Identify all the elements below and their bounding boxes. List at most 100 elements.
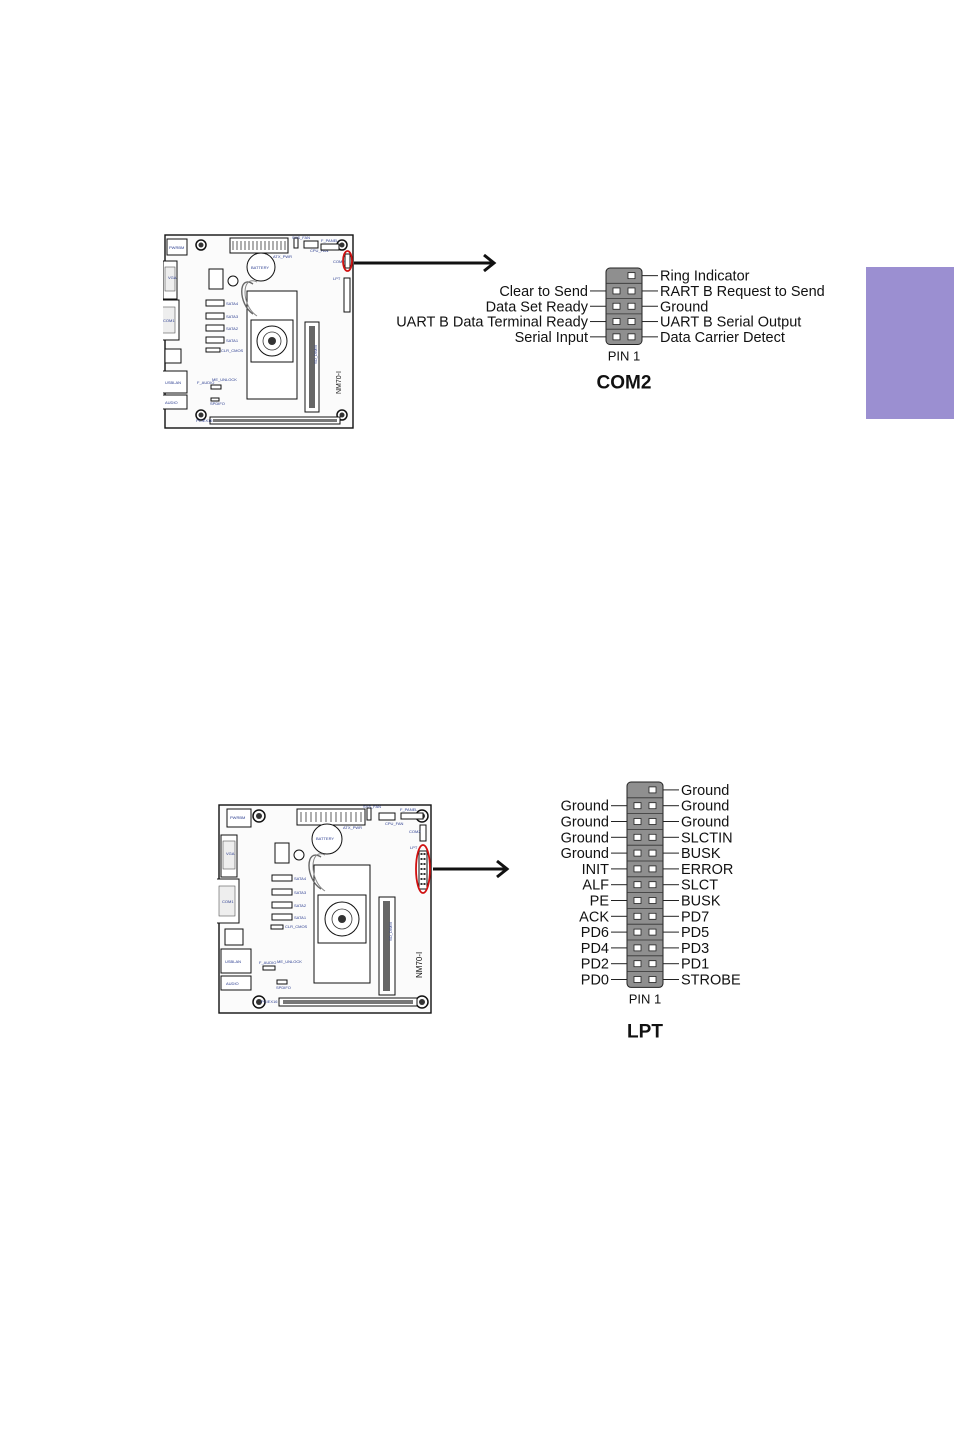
lpt-pin [633,881,642,889]
board2-label-vga: VGA [226,851,235,856]
lpt-left-label: Ground [561,830,609,846]
lpt-pin [633,928,642,936]
com2-pin [627,318,636,325]
lpt-pin [648,976,657,983]
lpt-pin [633,944,642,952]
board-label-usblan: USBLAN [165,380,181,385]
board2-label-sys-fan: SYS_FAN [363,804,381,809]
board-label-spdif: SPDIFO [210,401,225,406]
board-label-atx: ATX_PWR [273,254,292,259]
board2-label-pcie: PCIEX16 [261,999,278,1004]
com2-pin [627,272,636,280]
board2-label-lpt: LPT [410,845,418,850]
lpt-title: LPT [627,1021,663,1042]
board2-label-com1: COM1 [222,899,234,904]
board2-label-me-unlock: ME_UNLOCK [277,959,302,964]
lpt-right-label: PD7 [681,909,709,925]
lpt-pin-row: SLCTIN Ground [561,829,733,846]
lpt-pin [648,897,657,904]
com2-pin [612,318,621,325]
lpt-right-label: STROBE [681,973,741,989]
board-label-vga: VGA [168,275,177,280]
com2-pin [612,287,621,295]
com2-left-label: Data Set Ready [486,299,589,315]
lpt-left-label: PD2 [581,957,609,973]
board-label-sata4: SATA4 [226,301,239,306]
board2-label-cpu-fan: CPU_FAN [385,821,404,826]
com2-right-label: Ring Indicator [660,269,750,285]
lpt-arrow [433,859,510,879]
board-label-sata1: SATA1 [226,338,239,343]
board2-label-sata4: SATA4 [294,876,307,881]
lpt-pin-row: BUSK Ground [561,844,721,862]
lpt-left-label: Ground [561,846,609,862]
board2-label-sata1: SATA1 [294,915,307,920]
board-label-cpu-fan: CPU_FAN [310,248,329,253]
lpt-left-label: ACK [579,909,609,925]
lpt-left-label: PE [590,894,610,910]
com2-arrow [354,253,497,273]
lpt-right-label: PD5 [681,925,709,941]
com2-left-label: Serial Input [515,330,588,346]
motherboard-diagram-lpt: PWRBM VGA COM1 USBLAN AUDIO ATX_PWR SYS_… [217,803,435,1015]
board-label-battery: BATTERY [251,265,269,270]
lpt-left-label: PD6 [581,925,609,941]
com2-pin [612,333,621,341]
lpt-left-label: PD0 [581,973,609,989]
lpt-pin [633,960,642,968]
com2-pin [627,302,636,310]
board2-label-power: PWRBM [230,815,245,820]
board2-label-usblan: USBLAN [225,959,241,964]
lpt-pin [648,881,657,889]
lpt-right-label: BUSK [681,894,721,910]
lpt-right-label: SLCTIN [681,830,733,846]
lpt-left-label: INIT [582,862,610,878]
com2-title: COM2 [597,373,652,394]
lpt-right-label: Ground [681,799,729,815]
lpt-right-label: SLCT [681,878,718,894]
com2-right-label: Data Carrier Detect [660,330,785,346]
board-label-f-panel: F_PANEL [321,238,339,243]
lpt-pin [648,912,657,920]
lpt-right-label: Ground [681,783,729,799]
lpt-pin [633,865,642,873]
com2-pin [627,333,636,341]
board2-label-model: NM70-I [415,952,424,978]
lpt-right-label: BUSK [681,846,721,862]
lpt-pin [633,818,642,825]
board-label-sys-fan: SYS_FAN [292,235,310,240]
com2-pin-row: Ring Indicator [627,269,750,285]
lpt-pin-row: BUSK PE [590,892,721,910]
com2-left-label: UART B Data Terminal Ready [396,315,589,331]
com2-pin [612,302,621,310]
board2-label-clr: CLR_CMOS [285,924,308,929]
lpt-pin [648,786,657,794]
com2-right-label: Ground [660,299,708,315]
board-label-lpt: LPT [333,276,341,281]
com2-pin [627,287,636,295]
board-label-clr: CLR_CMOS [221,348,244,353]
lpt-left-label: Ground [561,815,609,831]
lpt-pin [648,833,657,841]
lpt-header-body [626,781,664,988]
board2-label-faudio: F_AUDIO [259,960,276,965]
board2-label-battery: BATTERY [316,836,334,841]
lpt-pin1-label: PIN 1 [629,991,662,1006]
lpt-pin-row: Ground Ground [561,797,729,815]
lpt-pin-row: Ground [648,783,729,799]
board2-label-com2: COM2 [409,829,421,834]
board-label-sodimm: SO_DIMM [313,345,318,364]
board-label-com2: COM2 [333,259,345,264]
lpt-left-label: Ground [561,799,609,815]
lpt-pin [648,802,657,810]
com2-pin-row: Ground Data Set Ready [486,298,708,315]
board-label-audio: AUDIO [165,400,178,405]
